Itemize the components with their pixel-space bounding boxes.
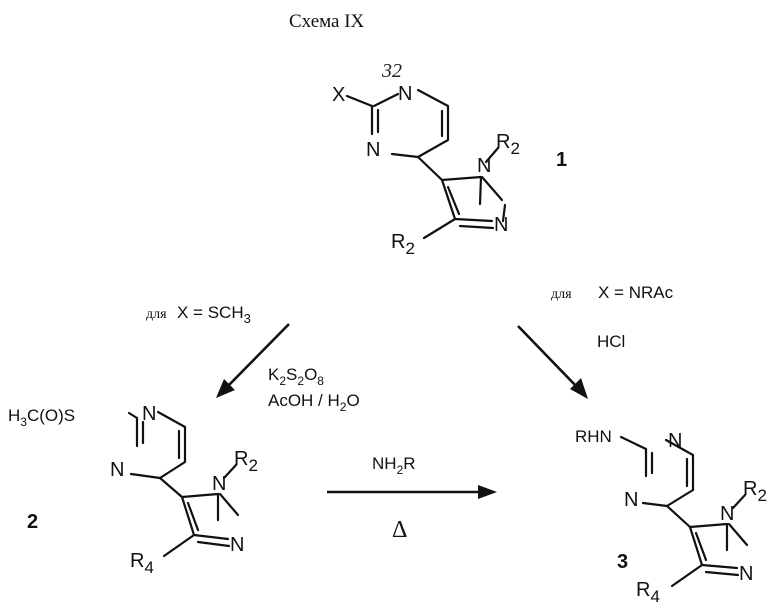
c2-n-lower: N bbox=[110, 459, 124, 481]
c2-imid-n-top: N bbox=[212, 473, 226, 495]
oxidation-reagents: K2S2O8 AcOH / H2O bbox=[268, 365, 360, 414]
compound-1-number: 1 bbox=[556, 149, 567, 171]
compound-1: X 32 N N N N R2 R2 1 bbox=[332, 60, 567, 258]
right-for-word: для bbox=[551, 287, 572, 302]
arrow-compound-2-to-3 bbox=[327, 485, 497, 499]
compound-2: H3C(O)S N N N N R2 R4 2 bbox=[8, 403, 258, 577]
c2-n-upper: N bbox=[142, 403, 156, 425]
c2-r2: R2 bbox=[234, 448, 258, 475]
c1-n-upper: N bbox=[398, 83, 412, 105]
amination-reagent: NH2R bbox=[372, 454, 416, 477]
oxidation-line-1: K2S2O8 bbox=[268, 365, 324, 388]
compound-3: RHN N N N N R2 R4 3 bbox=[575, 427, 767, 606]
c1-imid-n-bottom: N bbox=[494, 214, 508, 236]
amination-reagents: NH2R Δ bbox=[372, 454, 416, 543]
arrow-to-compound-3 bbox=[517, 325, 588, 399]
left-for-word: для bbox=[146, 307, 167, 322]
c2-substituent: H3C(O)S bbox=[8, 406, 75, 429]
scheme-title: Схема IX bbox=[289, 11, 365, 32]
c3-n-upper: N bbox=[668, 430, 682, 452]
arrow-to-compound-2 bbox=[216, 323, 290, 398]
right-cond-text: X = NRAc bbox=[598, 283, 674, 302]
left-condition: для X = SCH3 bbox=[146, 303, 251, 326]
left-cond-text: X = SCH3 bbox=[177, 303, 251, 326]
c1-r2-upper: R2 bbox=[496, 131, 520, 158]
c1-r2-lower: R2 bbox=[391, 231, 415, 258]
c2-imid-n-bottom: N bbox=[230, 534, 244, 556]
c1-handwritten-32: 32 bbox=[381, 60, 402, 82]
right-reagent-hcl: HCl bbox=[597, 332, 625, 351]
c2-r4: R4 bbox=[130, 550, 154, 577]
c3-r2: R2 bbox=[743, 478, 767, 505]
heat-symbol: Δ bbox=[392, 517, 407, 543]
c1-x-label: X bbox=[332, 84, 345, 106]
right-condition: для X = NRAc HCl bbox=[551, 283, 674, 351]
c1-n-lower: N bbox=[366, 139, 380, 161]
c3-r4: R4 bbox=[636, 579, 660, 606]
c3-n-lower: N bbox=[624, 489, 638, 511]
oxidation-line-2: AcOH / H2O bbox=[268, 391, 360, 414]
c3-imid-n-bottom: N bbox=[739, 563, 753, 585]
compound-3-number: 3 bbox=[617, 551, 628, 573]
c1-pyrimidine-right-bonds bbox=[416, 88, 450, 159]
compound-2-number: 2 bbox=[27, 511, 38, 533]
c3-imid-n-top: N bbox=[720, 503, 734, 525]
c1-imid-n-top: N bbox=[477, 155, 491, 177]
c3-substituent: RHN bbox=[575, 427, 612, 446]
